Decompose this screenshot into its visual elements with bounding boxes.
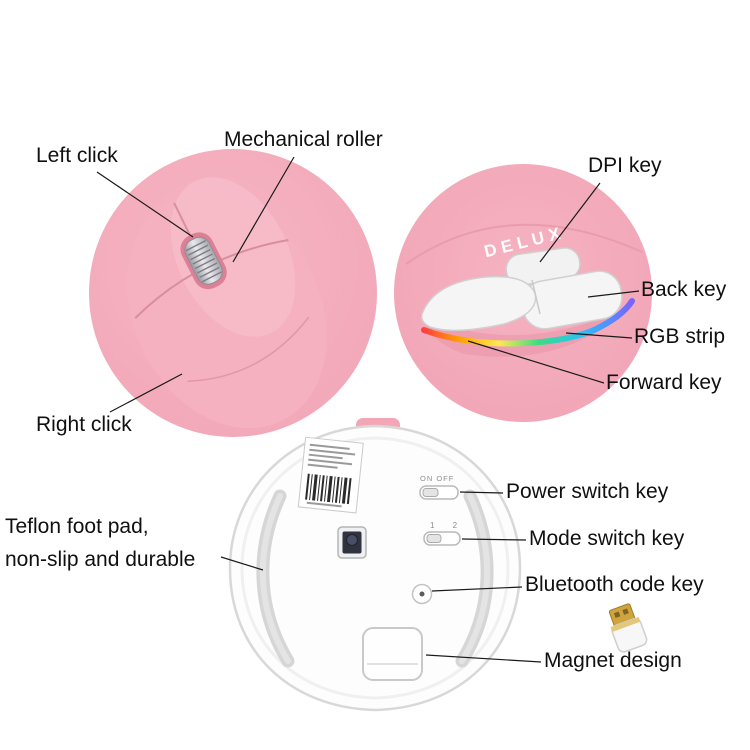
teflon-pad-left-highlight <box>259 493 291 664</box>
rear-seam <box>187 316 310 382</box>
label-teflon-pad: Teflon foot pad, non-slip and durable <box>5 510 195 576</box>
label-power-switch-key: Power switch key <box>506 480 669 503</box>
top-view-photo <box>89 149 377 437</box>
mouse-top-view <box>126 177 327 429</box>
label-rgb-strip: RGB strip <box>634 325 726 348</box>
barcode <box>305 473 352 505</box>
label-mode-switch-key: Mode switch key <box>529 527 685 550</box>
label-dpi-key: DPI key <box>588 154 662 177</box>
usb-receiver <box>608 603 648 653</box>
bluetooth-code-button <box>411 583 433 605</box>
shell-inner-edge <box>240 436 510 700</box>
scroll-wheel <box>184 236 223 285</box>
usb-slot-2 <box>622 608 629 615</box>
label-left-click: Left click <box>36 144 118 167</box>
label-forward-key: Forward key <box>606 371 722 394</box>
shell-seam <box>405 223 643 265</box>
label-teflon-pad-line1: Teflon foot pad, <box>5 515 149 538</box>
bottom-view-photo: ON OFF 1 2 <box>228 418 522 712</box>
label-teflon-pad-line2: non-slip and durable <box>5 548 196 571</box>
teflon-pad-right-highlight <box>459 493 491 664</box>
mode-switch-markings: 1 2 <box>430 521 465 530</box>
label-back-key: Back key <box>641 278 727 301</box>
power-switch <box>419 485 459 500</box>
usb-slot-1 <box>613 611 621 618</box>
label-magnet-design: Magnet design <box>544 649 682 672</box>
optical-sensor <box>337 526 367 559</box>
label-mechanical-roller: Mechanical roller <box>224 128 383 151</box>
mode-switch <box>423 531 461 546</box>
spec-sticker <box>297 436 364 514</box>
label-right-click: Right click <box>36 413 132 436</box>
label-bluetooth-code-key: Bluetooth code key <box>525 573 704 596</box>
magnet-compartment <box>362 627 423 681</box>
forward-key-button <box>420 275 537 332</box>
power-switch-markings: ON OFF <box>420 474 454 483</box>
usb-trim <box>610 616 641 632</box>
scroll-wheel-ridges <box>185 240 222 283</box>
sticker-text-lines <box>307 443 356 469</box>
button-divider <box>531 279 541 315</box>
